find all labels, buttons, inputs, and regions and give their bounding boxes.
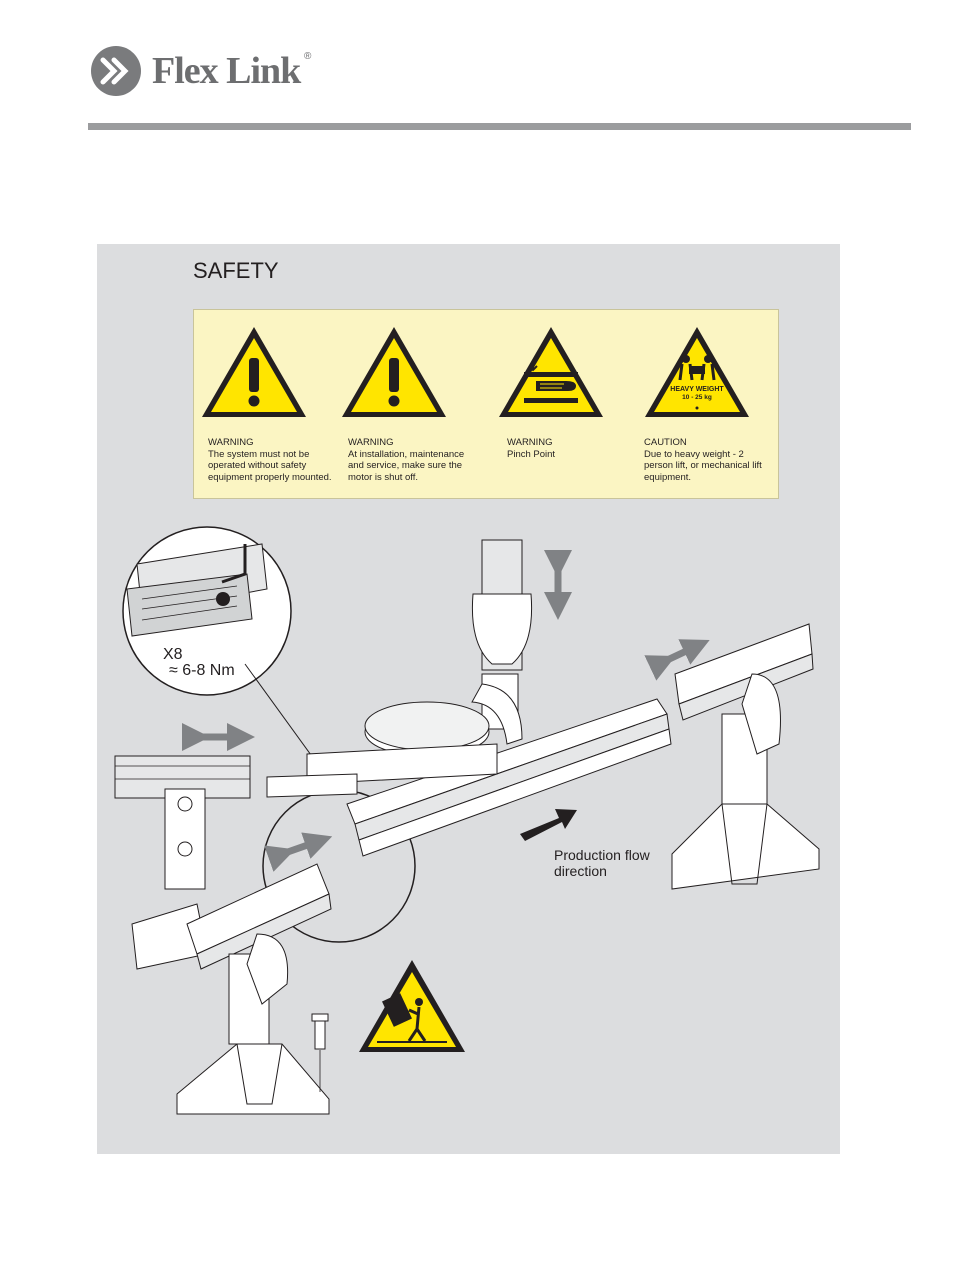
header-rule <box>88 123 911 130</box>
flexlink-logo-icon <box>91 46 141 96</box>
conveyor-assembly-diagram <box>114 526 820 1115</box>
drive-unit <box>471 539 533 730</box>
registered-mark: ® <box>304 51 312 62</box>
flexlink-logo: Flex Link ® <box>90 45 330 97</box>
section-title: SAFETY <box>193 258 279 283</box>
tip-over-warning-icon <box>359 960 465 1052</box>
sign-text: CAUTION Due to heavy weight - 2 person l… <box>644 437 762 483</box>
sign-text: WARNING At installation, maintenance and… <box>348 437 465 483</box>
exclamation-icon <box>342 327 446 417</box>
front-support-stand <box>176 863 332 1115</box>
sign-label: HEAVY WEIGHT <box>670 386 724 393</box>
detail-count: X8 <box>163 646 183 663</box>
wheel-bend <box>364 683 523 757</box>
brand-name: Flex Link <box>152 50 301 92</box>
right-support-stand <box>671 623 820 890</box>
production-flow-label: Production flow direction <box>554 847 650 879</box>
production-flow-arrow-icon <box>520 809 577 841</box>
bolt-icon <box>314 1018 326 1050</box>
safety-panel: SAFETY WARNING The system must not be op… <box>97 244 840 1154</box>
exclamation-icon <box>202 327 306 417</box>
sign-sublabel: 10 - 25 kg <box>682 394 712 401</box>
horizontal-adjust-arrow-icon <box>644 639 710 681</box>
horizontal-adjust-arrow-icon <box>264 832 333 872</box>
detail-torque: ≈ 6-8 Nm <box>169 662 235 679</box>
heavy-weight-icon: HEAVY WEIGHT 10 - 25 kg <box>645 327 749 417</box>
warning-signs-strip: WARNING The system must not be operated … <box>193 309 779 499</box>
pinch-point-icon <box>499 327 603 417</box>
conveyor-beam <box>266 698 672 857</box>
adjust-arrows <box>182 550 710 872</box>
sign-text: WARNING Pinch Point <box>507 437 556 460</box>
sign-text: WARNING The system must not be operated … <box>208 437 332 483</box>
left-support-stand <box>114 755 251 970</box>
bolt-detail-callout <box>122 526 333 785</box>
